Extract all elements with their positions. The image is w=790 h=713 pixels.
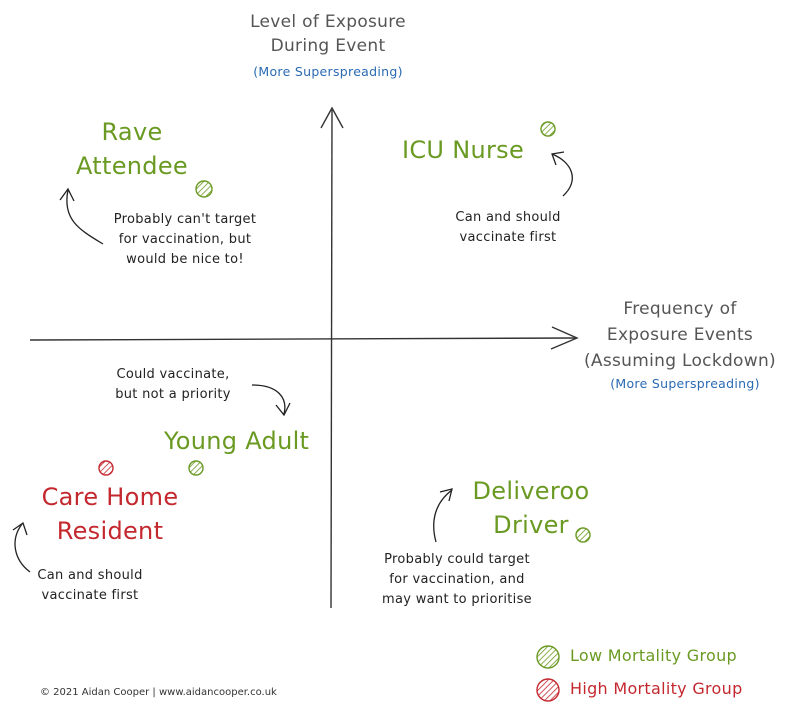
y-axis-arrowhead	[320, 106, 344, 129]
group-young-adult: Young Adult	[164, 427, 310, 455]
x-axis-subtitle: (More Superspreading)	[610, 376, 760, 391]
note-rave-line1: Probably can't target	[113, 212, 257, 227]
icu-arrow	[551, 151, 573, 197]
note-deliveroo-line2: for vaccination, and	[389, 572, 525, 587]
rave-dot	[195, 180, 213, 198]
group-rave-attendee: Rave Attendee	[62, 115, 202, 183]
note-young-line2: but not a priority	[115, 387, 231, 402]
legend-high-label: High Mortality Group	[570, 679, 743, 698]
young-dot	[188, 460, 204, 476]
deliveroo-label-line2: Driver	[493, 511, 569, 539]
note-deliveroo-line3: may want to prioritise	[382, 592, 532, 607]
note-icu-line2: vaccinate first	[459, 230, 557, 245]
legend-low-label: Low Mortality Group	[570, 646, 737, 665]
deliveroo-label-line1: Deliveroo	[472, 477, 590, 505]
care-label-line1: Care Home	[41, 483, 179, 511]
rave-label-line1: Rave	[101, 118, 163, 146]
deliveroo-dot	[575, 527, 591, 543]
x-axis-arrowhead	[550, 326, 579, 350]
x-axis-title-line2: Exposure Events	[606, 325, 754, 345]
note-rave-line3: would be nice to!	[126, 252, 244, 267]
note-deliveroo: Probably could target for vaccination, a…	[362, 550, 552, 610]
note-icu: Can and should vaccinate first	[448, 208, 568, 248]
y-axis-subtitle: (More Superspreading)	[253, 64, 403, 79]
deliveroo-arrow	[433, 488, 453, 543]
legend-high-swatch	[536, 678, 560, 702]
young-arrow	[251, 384, 291, 417]
x-axis-title-line1: Frequency of	[623, 299, 737, 319]
rave-arrow	[59, 187, 104, 245]
y-axis-title-line1: Level of Exposure	[250, 12, 406, 32]
note-young-line1: Could vaccinate,	[116, 367, 230, 382]
note-rave: Probably can't target for vaccination, b…	[100, 210, 270, 270]
note-care-line2: vaccinate first	[41, 588, 139, 603]
y-axis-title-line2: During Event	[270, 36, 386, 56]
icu-dot	[540, 121, 556, 137]
y-axis-title: Level of Exposure During Event	[228, 10, 428, 58]
note-care-home: Can and should vaccinate first	[30, 566, 150, 606]
care-arrow	[12, 521, 31, 573]
legend-low-swatch	[536, 645, 560, 669]
care-dot	[98, 460, 114, 476]
x-axis-title-line3: (Assuming Lockdown)	[584, 351, 776, 371]
note-rave-line2: for vaccination, but	[118, 232, 252, 247]
note-young-adult: Could vaccinate, but not a priority	[98, 365, 248, 405]
note-care-line1: Can and should	[37, 568, 143, 583]
y-axis	[330, 109, 333, 609]
group-deliveroo-driver: Deliveroo Driver	[456, 474, 606, 542]
group-care-home-resident: Care Home Resident	[30, 480, 190, 548]
x-axis	[29, 337, 577, 341]
group-icu-nurse: ICU Nurse	[402, 136, 525, 164]
note-icu-line1: Can and should	[455, 210, 561, 225]
x-axis-title: Frequency of Exposure Events (Assuming L…	[575, 296, 785, 374]
care-label-line2: Resident	[56, 517, 164, 545]
rave-label-line2: Attendee	[76, 152, 188, 180]
copyright-text: © 2021 Aidan Cooper | www.aidancooper.co…	[40, 687, 277, 698]
note-deliveroo-line1: Probably could target	[384, 552, 530, 567]
